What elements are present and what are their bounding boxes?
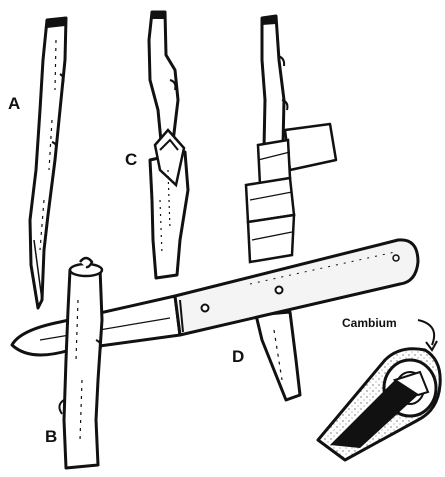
label-d: D — [232, 347, 244, 367]
cambium-cross-section — [318, 320, 440, 460]
label-cambium: Cambium — [342, 316, 397, 330]
scion-a — [30, 18, 66, 308]
graft-c — [149, 12, 188, 278]
label-a: A — [8, 94, 20, 114]
label-c: C — [125, 150, 137, 170]
stock-b — [59, 258, 102, 468]
graft-d — [246, 16, 336, 400]
label-b: B — [45, 427, 57, 447]
